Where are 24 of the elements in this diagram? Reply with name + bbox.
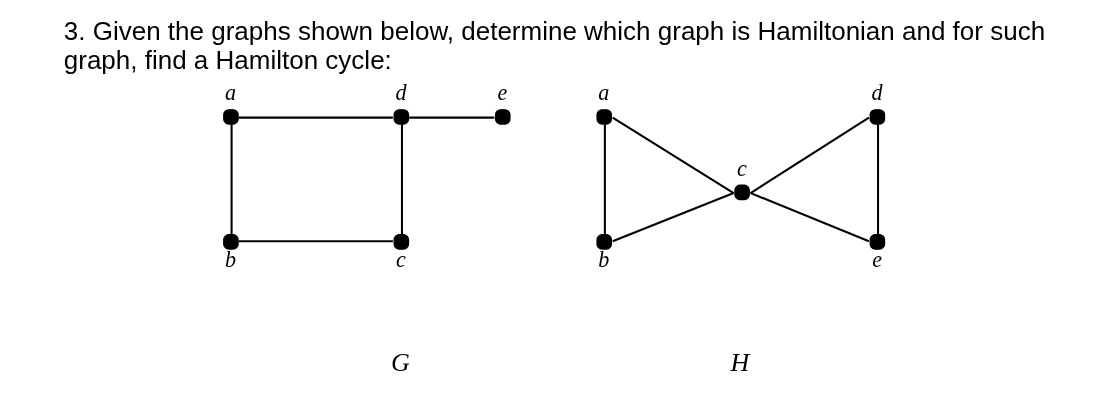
connector (749, 116, 869, 194)
label: H (729, 347, 749, 377)
label: G (390, 347, 410, 377)
node-label: e (497, 79, 507, 105)
node-label: e (871, 246, 882, 272)
node-label: c (395, 246, 406, 272)
connector (238, 116, 393, 119)
node-label: d (394, 79, 407, 105)
connector (749, 191, 869, 242)
node-label: d (871, 79, 883, 105)
connector (230, 123, 233, 234)
node-label: c (736, 155, 747, 181)
connector (876, 123, 879, 234)
node-label: b (597, 246, 609, 272)
connector (611, 191, 734, 242)
connector (603, 123, 606, 234)
connector (611, 116, 734, 194)
connector (408, 116, 494, 119)
node-label: a (597, 79, 609, 105)
connector (238, 239, 393, 242)
diagram-title: 3. Given the graphs shown below, determine which graph is Hamiltonian and for such graph, find a Hamilton cycle: (63, 15, 1045, 75)
node-label: b (224, 246, 236, 272)
node-label: a (224, 79, 236, 105)
connector (400, 123, 403, 234)
